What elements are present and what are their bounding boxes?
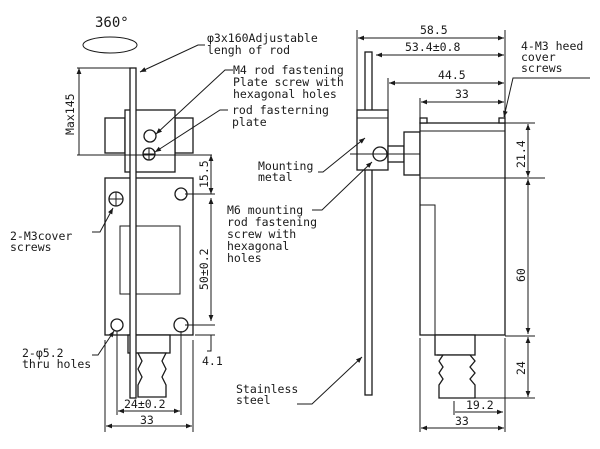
rotation-arrow-icon — [82, 36, 138, 54]
dim-60: 60 — [514, 268, 528, 282]
head-screw-right — [498, 117, 506, 124]
dim-max145: Max145 — [63, 93, 77, 135]
dim-15-5: 15.5 — [197, 160, 211, 188]
front-view: 360° Max145 15.5 50±0.2 4.1 24±0.2 33 φ3… — [10, 15, 344, 432]
side-view: 58.5 53.4±0.8 44.5 33 21.4 60 24 19.2 33… — [227, 23, 590, 432]
dim-24: 24±0.2 — [124, 397, 166, 411]
dim-58-5: 58.5 — [420, 23, 448, 37]
dim-19-2: 19.2 — [466, 398, 494, 412]
flange-right — [174, 117, 194, 154]
dim-44-5: 44.5 — [438, 68, 466, 82]
mount-hole-bottom-left — [110, 318, 124, 332]
window — [119, 225, 181, 295]
flange-left — [104, 117, 126, 154]
rotation-label: 360° — [95, 15, 129, 31]
side-rod — [364, 51, 373, 396]
mounting-metal — [356, 109, 389, 171]
dim-21-4: 21.4 — [514, 140, 528, 168]
side-neck — [434, 334, 476, 356]
dim-50: 50±0.2 — [197, 248, 211, 290]
side-panel — [419, 204, 436, 336]
rod — [129, 67, 137, 399]
side-bellows — [437, 354, 476, 399]
dim-33-left: 33 — [140, 413, 154, 427]
dim-53-4: 53.4±0.8 — [405, 40, 460, 54]
side-body — [419, 122, 506, 336]
dim-33-top: 33 — [455, 87, 469, 101]
dim-33-bottom: 33 — [455, 414, 469, 428]
m4-screw — [143, 129, 157, 143]
bellows — [136, 352, 168, 398]
head-screw-left — [419, 117, 428, 124]
dim-24-side: 24 — [514, 361, 528, 375]
dim-4-1: 4.1 — [202, 354, 223, 368]
